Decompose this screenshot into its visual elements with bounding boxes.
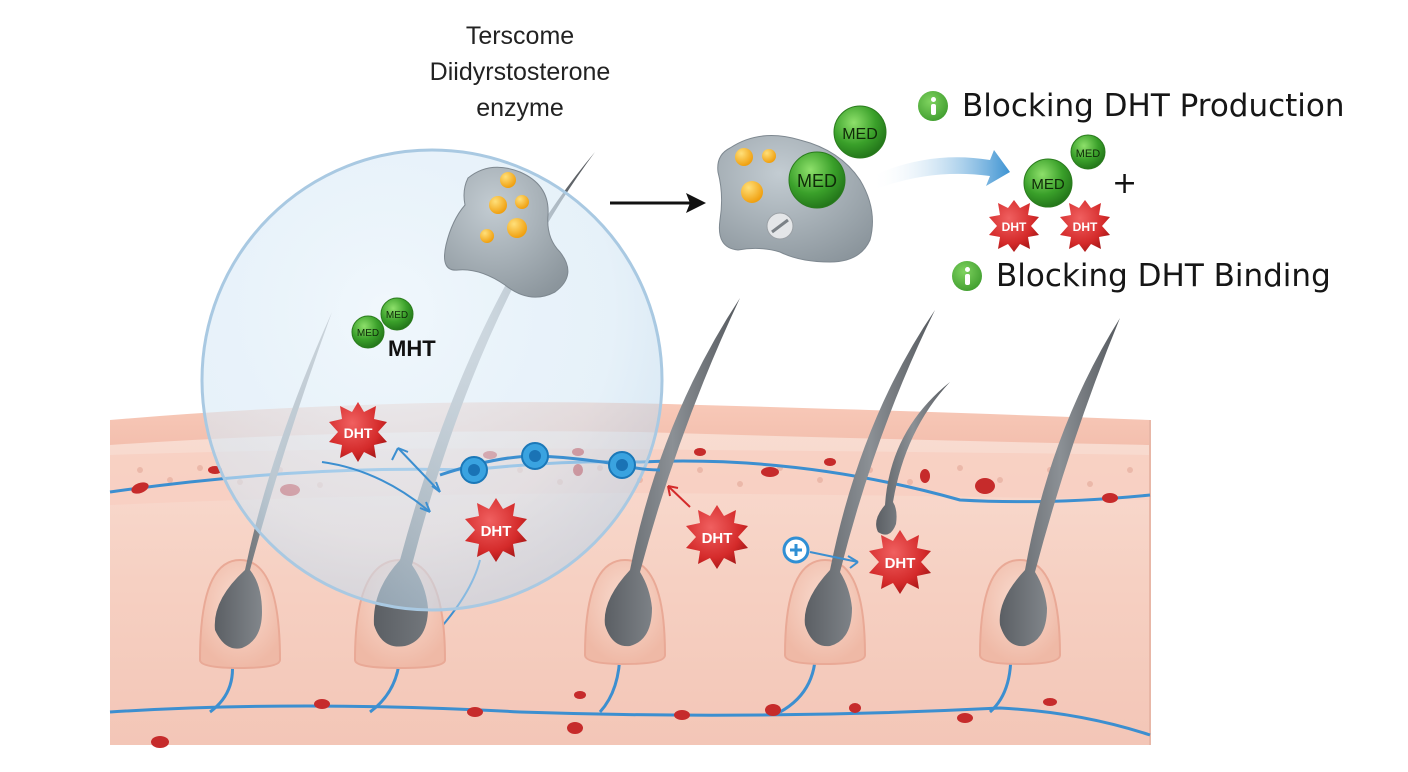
med-label-enzyme: MED [797,171,837,191]
med-label-small-1: MED [357,328,379,339]
med-dht-cluster: MED MED DHT DHT [989,134,1110,252]
enzyme-label-line2: Diidyrstosterone [429,58,611,86]
dht-molecule-4: DHT [869,530,931,594]
magnifier-bubble [200,148,664,612]
med-label-cluster-2: MED [1031,176,1065,193]
hair-4 [804,310,935,647]
dht-label-cluster-1: DHT [1002,220,1027,234]
mht-label: MHT [388,336,436,361]
interaction-arrows [321,447,859,569]
info-icon [952,261,982,291]
swoosh-arrow [872,150,1010,190]
legend-blocking-binding: Blocking DHT Binding [952,258,1331,294]
dht-label-1: DHT [344,425,373,441]
enzyme-blob [444,166,569,298]
dht-label-cluster-2: DHT [1073,220,1098,234]
red-arrow [667,485,691,508]
process-arrow [610,193,706,213]
enzyme-inhibited: MED MED [717,105,887,263]
plus-badge [782,536,810,564]
legend-binding-text: Blocking DHT Binding [996,258,1331,294]
med-label-floating: MED [842,126,878,143]
info-icon [918,91,948,121]
hair-3 [604,298,740,647]
med-label-small-2: MED [386,310,408,321]
dht-molecule-2: DHT [465,498,527,562]
med-label-cluster-1: MED [1076,148,1101,160]
hair-5 [999,318,1120,647]
enzyme-label-line3: enzyme [476,94,564,122]
dht-label-2: DHT [481,523,512,540]
red-blood-cells [131,448,1118,748]
receptor-chain [439,442,661,484]
legend-blocking-production: Blocking DHT Production [918,88,1345,124]
plus-sign: + [1112,166,1138,201]
enzyme-label-line1: Terscome [465,22,575,50]
dht-molecule-3: DHT [686,505,748,569]
dht-molecule-1: DHT [329,402,387,462]
dht-label-4: DHT [885,555,916,572]
legend-production-text: Blocking DHT Production [962,88,1345,124]
med-pair-small: MED MED MHT [351,297,436,361]
hair-miniaturized [876,382,950,535]
dht-label-3: DHT [702,530,733,547]
